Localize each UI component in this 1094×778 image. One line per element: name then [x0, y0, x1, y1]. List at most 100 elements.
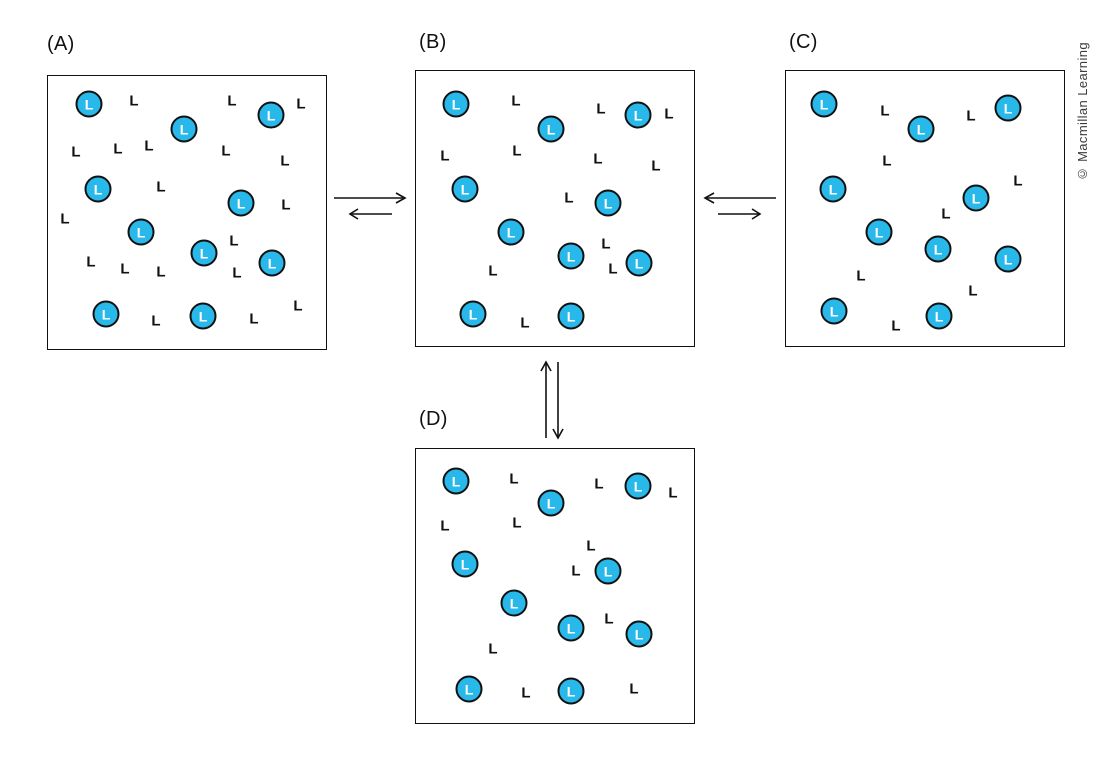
bound-ligand: L: [962, 184, 990, 212]
free-ligand: L: [880, 102, 890, 120]
bound-ligand: L: [455, 675, 483, 703]
free-ligand: L: [293, 297, 303, 315]
free-ligand: L: [521, 684, 531, 702]
free-ligand: L: [249, 310, 259, 328]
free-ligand: L: [120, 260, 130, 278]
bound-ligand: L: [459, 300, 487, 328]
free-ligand: L: [596, 100, 606, 118]
bound-ligand: L: [258, 249, 286, 277]
bound-ligand: L: [84, 175, 112, 203]
free-ligand: L: [601, 235, 611, 253]
free-ligand: L: [232, 264, 242, 282]
free-ligand: L: [156, 263, 166, 281]
free-ligand: L: [296, 95, 306, 113]
equilibrium-arrows-b-d: [540, 360, 564, 440]
free-ligand: L: [629, 680, 639, 698]
bound-ligand: L: [624, 472, 652, 500]
bound-ligand: L: [594, 189, 622, 217]
bound-ligand: L: [451, 550, 479, 578]
bound-ligand: L: [190, 239, 218, 267]
bound-ligand: L: [557, 242, 585, 270]
free-ligand: L: [564, 189, 574, 207]
free-ligand: L: [586, 537, 596, 555]
bound-ligand: L: [500, 589, 528, 617]
free-ligand: L: [86, 253, 96, 271]
panel-label-a: (A): [47, 33, 75, 55]
free-ligand: L: [664, 105, 674, 123]
free-ligand: L: [968, 282, 978, 300]
bound-ligand: L: [994, 245, 1022, 273]
bound-ligand: L: [537, 489, 565, 517]
bound-ligand: L: [625, 249, 653, 277]
panel-label-c: (C): [789, 31, 818, 53]
free-ligand: L: [668, 484, 678, 502]
bound-ligand: L: [92, 300, 120, 328]
free-ligand: L: [594, 475, 604, 493]
bound-ligand: L: [451, 175, 479, 203]
free-ligand: L: [966, 107, 976, 125]
free-ligand: L: [221, 142, 231, 160]
panel-label-d: (D): [419, 408, 448, 430]
free-ligand: L: [440, 517, 450, 535]
panel-label-b: (B): [419, 31, 447, 53]
bound-ligand: L: [557, 677, 585, 705]
bound-ligand: L: [594, 557, 622, 585]
bound-ligand: L: [625, 620, 653, 648]
bound-ligand: L: [624, 101, 652, 129]
bound-ligand: L: [820, 297, 848, 325]
bound-ligand: L: [75, 90, 103, 118]
bound-ligand: L: [819, 175, 847, 203]
credit-text: © Macmillan Learning: [1075, 42, 1090, 182]
free-ligand: L: [571, 562, 581, 580]
bound-ligand: L: [810, 90, 838, 118]
bound-ligand: L: [442, 467, 470, 495]
bound-ligand: L: [557, 302, 585, 330]
bound-ligand: L: [257, 101, 285, 129]
free-ligand: L: [60, 210, 70, 228]
free-ligand: L: [512, 142, 522, 160]
bound-ligand: L: [925, 302, 953, 330]
free-ligand: L: [280, 152, 290, 170]
free-ligand: L: [113, 140, 123, 158]
free-ligand: L: [229, 232, 239, 250]
bound-ligand: L: [865, 218, 893, 246]
free-ligand: L: [604, 610, 614, 628]
free-ligand: L: [512, 514, 522, 532]
free-ligand: L: [227, 92, 237, 110]
bound-ligand: L: [227, 189, 255, 217]
bound-ligand: L: [537, 115, 565, 143]
free-ligand: L: [144, 137, 154, 155]
free-ligand: L: [882, 152, 892, 170]
bound-ligand: L: [127, 218, 155, 246]
free-ligand: L: [71, 143, 81, 161]
bound-ligand: L: [189, 302, 217, 330]
free-ligand: L: [891, 317, 901, 335]
bound-ligand: L: [170, 115, 198, 143]
free-ligand: L: [511, 92, 521, 110]
bound-ligand: L: [442, 90, 470, 118]
free-ligand: L: [593, 150, 603, 168]
free-ligand: L: [856, 267, 866, 285]
equilibrium-arrows-a-b: [334, 192, 407, 220]
equilibrium-arrows-b-c: [703, 192, 776, 220]
bound-ligand: L: [497, 218, 525, 246]
free-ligand: L: [151, 312, 161, 330]
free-ligand: L: [608, 260, 618, 278]
free-ligand: L: [509, 470, 519, 488]
free-ligand: L: [488, 640, 498, 658]
bound-ligand: L: [924, 235, 952, 263]
free-ligand: L: [156, 178, 166, 196]
free-ligand: L: [440, 147, 450, 165]
free-ligand: L: [281, 196, 291, 214]
free-ligand: L: [488, 262, 498, 280]
free-ligand: L: [651, 157, 661, 175]
bound-ligand: L: [994, 94, 1022, 122]
bound-ligand: L: [907, 115, 935, 143]
free-ligand: L: [129, 92, 139, 110]
free-ligand: L: [520, 314, 530, 332]
